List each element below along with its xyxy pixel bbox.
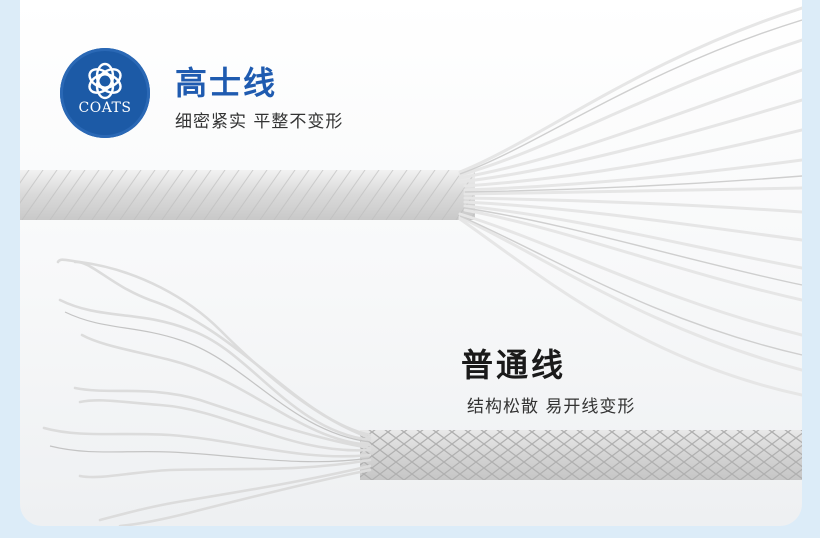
premium-thread-title: 高士线	[175, 64, 278, 102]
chain-ring-icon	[88, 62, 122, 100]
comparison-card: COATS 高士线 细密紧实 平整不变形 普通线 结构松散 易开线变形	[20, 0, 802, 526]
logo-wordmark: COATS	[78, 100, 132, 116]
premium-thread	[20, 6, 802, 397]
coats-logo: COATS	[60, 48, 150, 138]
thread-illustration	[20, 6, 802, 526]
premium-thread-subtitle: 细密紧实 平整不变形	[175, 112, 344, 132]
regular-thread-subtitle: 结构松散 易开线变形	[467, 397, 636, 417]
regular-thread	[42, 258, 802, 526]
regular-thread-title: 普通线	[461, 346, 567, 384]
